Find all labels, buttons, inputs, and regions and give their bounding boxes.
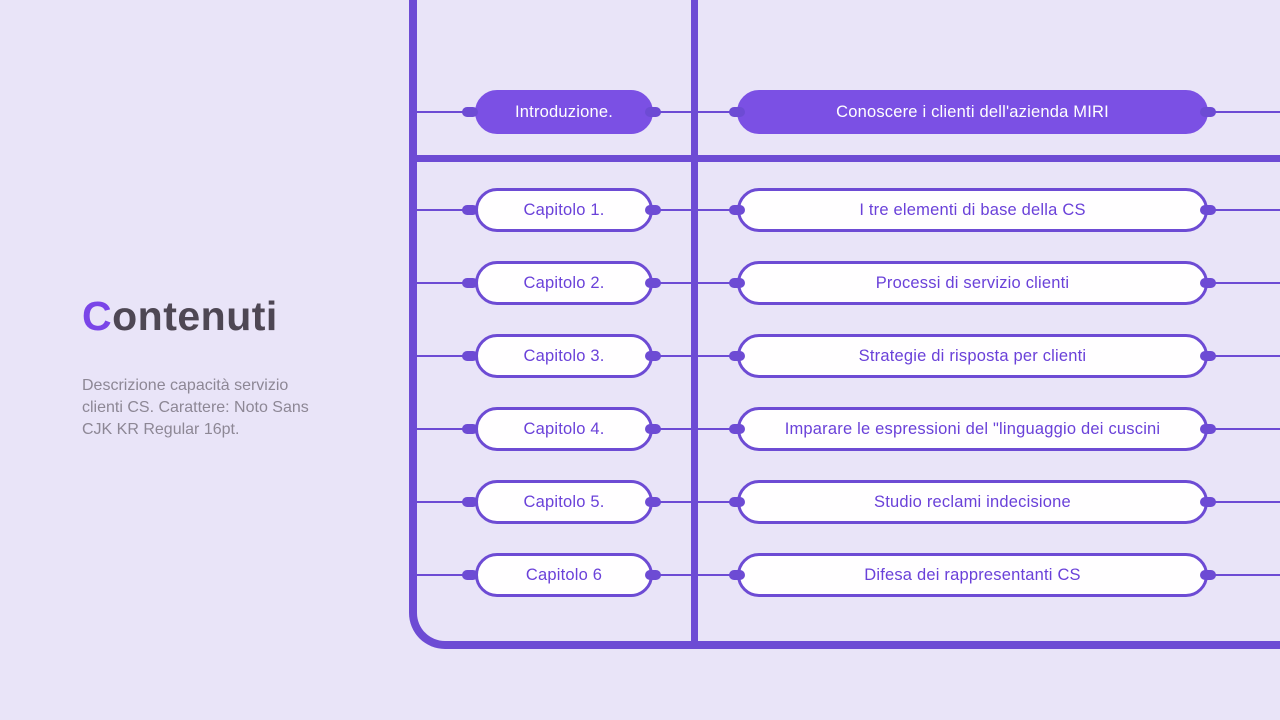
connector-line <box>1210 355 1280 358</box>
connector-endpoint <box>462 570 478 580</box>
connector-endpoint <box>462 278 478 288</box>
connector-endpoint <box>645 278 661 288</box>
toc-frame <box>409 0 1280 649</box>
connector-line <box>653 501 737 504</box>
connector-line <box>417 111 467 114</box>
connector-line <box>1210 282 1280 285</box>
chapter-label: Capitolo 6 <box>525 565 603 584</box>
chapter-label: Introduzione. <box>515 102 613 121</box>
chapter-label-button[interactable]: Capitolo 3. <box>475 334 653 378</box>
connector-endpoint <box>462 205 478 215</box>
connector-line <box>653 428 737 431</box>
connector-endpoint <box>729 107 745 117</box>
connector-endpoint <box>1200 278 1216 288</box>
connector-endpoint <box>462 107 478 117</box>
chapter-title-button[interactable]: Studio reclami indecisione <box>737 480 1208 524</box>
connector-endpoint <box>645 205 661 215</box>
chapter-label-button[interactable]: Capitolo 2. <box>475 261 653 305</box>
connector-line <box>417 428 467 431</box>
chapter-label: Capitolo 2. <box>523 273 605 292</box>
connector-endpoint <box>1200 205 1216 215</box>
connector-line <box>653 355 737 358</box>
connector-line <box>417 282 467 285</box>
page-title-initial: C <box>82 293 113 339</box>
chapter-label-button[interactable]: Capitolo 6 <box>475 553 653 597</box>
intro-section-divider <box>413 155 1280 162</box>
chapter-title-button[interactable]: Strategie di risposta per clienti <box>737 334 1208 378</box>
connector-endpoint <box>645 497 661 507</box>
page-title: Contenuti <box>82 296 362 337</box>
connector-line <box>1210 209 1280 212</box>
connector-endpoint <box>1200 107 1216 117</box>
connector-line <box>417 574 467 577</box>
connector-endpoint <box>462 351 478 361</box>
chapter-title: Difesa dei rappresentanti CS <box>864 565 1081 584</box>
chapter-title-button[interactable]: I tre elementi di base della CS <box>737 188 1208 232</box>
connector-endpoint <box>729 570 745 580</box>
connector-line <box>653 209 737 212</box>
chapter-label: Capitolo 3. <box>523 346 605 365</box>
connector-line <box>417 501 467 504</box>
connector-endpoint <box>1200 570 1216 580</box>
connector-endpoint <box>645 107 661 117</box>
chapter-label-button[interactable]: Capitolo 5. <box>475 480 653 524</box>
chapter-label: Capitolo 4. <box>523 419 605 438</box>
connector-endpoint <box>729 424 745 434</box>
chapter-label-button[interactable]: Capitolo 1. <box>475 188 653 232</box>
connector-line <box>417 355 467 358</box>
chapter-title: Studio reclami indecisione <box>874 492 1071 511</box>
chapter-title: Processi di servizio clienti <box>875 273 1070 292</box>
connector-line <box>1210 111 1280 114</box>
connector-endpoint <box>729 278 745 288</box>
chapter-title-button[interactable]: Imparare le espressioni del "linguaggio … <box>737 407 1208 451</box>
connector-endpoint <box>645 351 661 361</box>
chapter-title-button[interactable]: Difesa dei rappresentanti CS <box>737 553 1208 597</box>
connector-endpoint <box>462 424 478 434</box>
chapter-title: Conoscere i clienti dell'azienda MIRI <box>836 102 1109 121</box>
chapter-title: Strategie di risposta per clienti <box>858 346 1087 365</box>
page-title-rest: ontenuti <box>112 293 278 339</box>
connector-endpoint <box>645 570 661 580</box>
connector-endpoint <box>729 497 745 507</box>
connector-line <box>653 111 737 114</box>
column-divider <box>691 0 698 644</box>
chapter-title: Imparare le espressioni del "linguaggio … <box>784 419 1161 438</box>
chapter-title-button[interactable]: Processi di servizio clienti <box>737 261 1208 305</box>
chapter-title: I tre elementi di base della CS <box>859 200 1086 219</box>
connector-line <box>1210 428 1280 431</box>
intro-panel: Contenuti Descrizione capacità servizio … <box>82 296 362 441</box>
connector-line <box>1210 501 1280 504</box>
connector-endpoint <box>1200 351 1216 361</box>
chapter-label-button[interactable]: Capitolo 4. <box>475 407 653 451</box>
chapter-label: Capitolo 1. <box>523 200 605 219</box>
connector-line <box>653 574 737 577</box>
connector-endpoint <box>645 424 661 434</box>
connector-endpoint <box>1200 424 1216 434</box>
connector-endpoint <box>462 497 478 507</box>
connector-line <box>417 209 467 212</box>
page-description: Descrizione capacità servizio clienti CS… <box>82 377 309 438</box>
chapter-title-button[interactable]: Conoscere i clienti dell'azienda MIRI <box>737 90 1208 134</box>
connector-line <box>653 282 737 285</box>
connector-endpoint <box>1200 497 1216 507</box>
connector-line <box>1210 574 1280 577</box>
connector-endpoint <box>729 351 745 361</box>
connector-endpoint <box>729 205 745 215</box>
chapter-label-button[interactable]: Introduzione. <box>475 90 653 134</box>
chapter-label: Capitolo 5. <box>523 492 605 511</box>
